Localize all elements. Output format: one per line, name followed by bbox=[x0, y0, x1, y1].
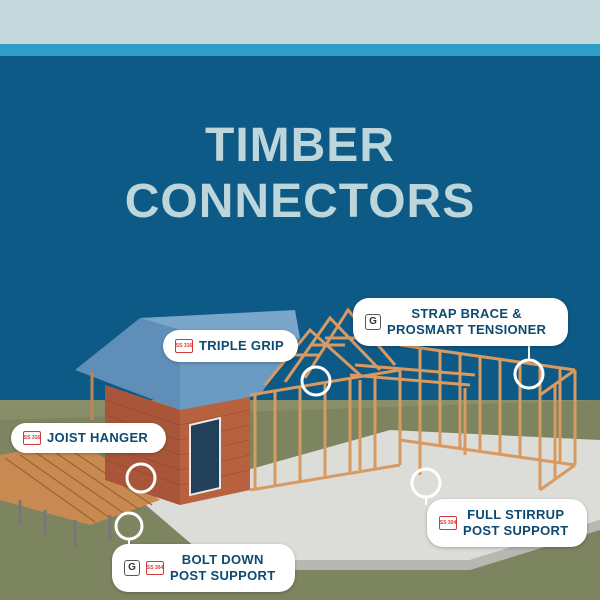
callout-label: JOIST HANGER bbox=[47, 430, 149, 445]
callout-label: TRIPLE GRIP bbox=[199, 338, 284, 353]
callout-strap-brace: G STRAP BRACE & PROSMART TENSIONER bbox=[353, 298, 568, 346]
ss316-badge: SS 316 bbox=[23, 431, 41, 445]
roof-front bbox=[75, 318, 180, 410]
callout-label-line-2: POST SUPPORT bbox=[170, 568, 276, 583]
window bbox=[189, 416, 221, 497]
callout-label-line-1: FULL STIRRUP bbox=[467, 507, 565, 522]
badge-text: SS 316 bbox=[175, 343, 193, 349]
ss304-badge: SS 304 bbox=[439, 516, 457, 530]
deck-posts bbox=[18, 500, 112, 548]
callout-triple-grip: SS 316 TRIPLE GRIP bbox=[163, 330, 298, 362]
title-line-2: CONNECTORS bbox=[124, 175, 476, 228]
badge-group: G SS 304 bbox=[124, 560, 170, 576]
callout-label-line-1: STRAP BRACE & bbox=[411, 306, 522, 321]
page-title: TIMBER CONNECTORS bbox=[0, 118, 600, 230]
badge-text: SS 304 bbox=[439, 520, 457, 526]
timber-frame bbox=[249, 343, 577, 492]
joist-hanger-ring bbox=[125, 462, 157, 494]
callout-joist-hanger: SS 316 JOIST HANGER bbox=[11, 423, 166, 453]
top-strip bbox=[0, 0, 600, 44]
slab-edge bbox=[210, 520, 600, 570]
ss304-badge: SS 304 bbox=[146, 561, 164, 575]
g-badge: G bbox=[365, 314, 381, 330]
badge-text: SS 304 bbox=[146, 565, 164, 571]
badge-text: SS 316 bbox=[23, 435, 41, 441]
callout-bolt-down: G SS 304 BOLT DOWN POST SUPPORT bbox=[112, 544, 295, 592]
callout-full-stirrup: SS 304 FULL STIRRUP POST SUPPORT bbox=[427, 499, 587, 547]
callout-label-line-1: BOLT DOWN bbox=[181, 552, 264, 567]
callout-label-line-2: POST SUPPORT bbox=[463, 523, 569, 538]
g-badge: G bbox=[124, 560, 140, 576]
ss316-badge: SS 316 bbox=[175, 339, 193, 353]
accent-rule bbox=[0, 44, 600, 56]
callout-label-line-2: PROSMART TENSIONER bbox=[387, 322, 547, 337]
triple-grip-ring bbox=[300, 365, 332, 397]
title-line-1: TIMBER bbox=[205, 119, 395, 172]
